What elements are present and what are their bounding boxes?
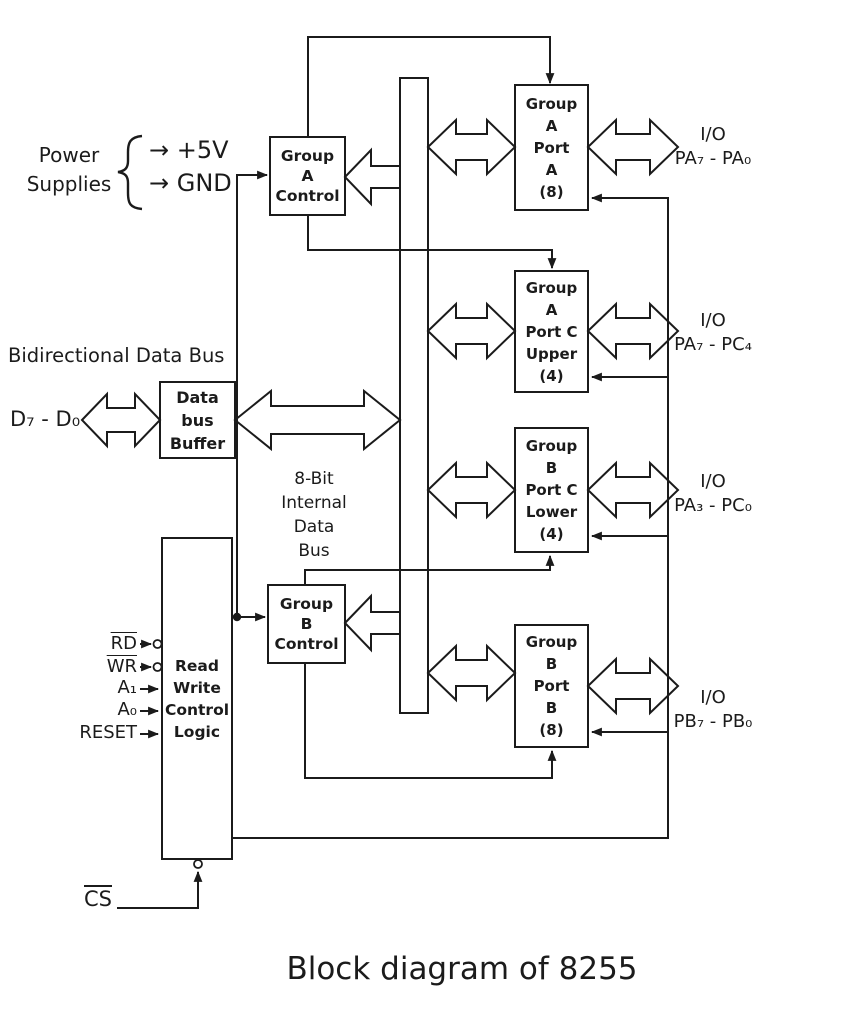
read-write-control-logic-box [161,537,233,860]
data-bus-buffer-box [159,381,236,459]
plus-5v-label: → +5V [149,136,229,164]
a1-signal-label: A₁ [117,677,137,698]
bus-to-group-b-control-arrow [343,593,401,653]
rd-signal-label: RD [110,633,137,654]
port-b-io-arrow [586,656,680,716]
port-c-lower-io-arrow [586,460,680,520]
cs-input-line [117,870,203,909]
bus-port-c-upper-arrow [426,301,517,361]
group-b-control-to-port-b-line [304,663,557,779]
d7-d0-label: D₇ - D₀ [10,407,81,431]
group-b-port-b-box [514,624,589,748]
group-a-control-box [269,136,346,216]
group-b-port-b-label: Group B Port B (8) [525,633,578,739]
power-supplies-label: Power Supplies [26,143,112,196]
group-a-control-label: Group A Control [275,147,340,205]
cs-signal-label: CS [84,887,112,911]
port-c-upper-io-arrow [586,301,680,361]
wr-signal-label: WR [106,656,137,677]
read-write-control-logic-label: Read Write Control Logic [164,656,230,741]
group-a-control-to-port-c-upper-line [307,215,557,270]
group-a-port-c-upper-box [514,270,589,393]
junction-dot [232,612,242,622]
group-b-control-to-port-c-lower-line [304,554,555,585]
power-supplies-brace [117,134,143,211]
bus-port-c-lower-arrow [426,460,517,520]
cs-inverter-bubble [193,859,203,869]
group-b-control-box [267,584,346,664]
group-a-control-to-port-a-line [307,36,555,137]
wr-inverter-bubble [152,662,163,672]
a0-signal-label: A₀ [117,699,137,720]
power-line-to-group-a-control [236,170,269,615]
rd-inverter-bubble [152,639,163,649]
group-a-port-a-label: Group A Port A (8) [525,94,578,201]
io-port-a-label: I/O PA₇ - PA₀ [674,124,752,169]
right-feedback-rail [232,193,669,839]
io-port-c-upper-label: I/O PA₇ - PC₄ [674,310,752,355]
diagram-title: Block diagram of 8255 [286,951,638,987]
group-a-port-c-upper-label: Group A Port C Upper (4) [525,278,578,385]
bus-port-a-arrow [426,117,517,177]
buffer-to-internal-bus-arrow [233,388,402,452]
group-b-port-c-lower-label: Group B Port C Lower (4) [525,437,578,543]
internal-data-bus [399,77,429,714]
group-b-control-label: Group B Control [274,595,339,653]
data-bus-buffer-label: Data bus Buffer [169,387,226,453]
internal-data-bus-label: 8-Bit Internal Data Bus [281,469,347,561]
gnd-label: → GND [149,169,232,197]
bus-to-group-a-control-arrow [343,147,401,207]
io-port-c-lower-label: I/O PA₃ - PC₀ [674,471,752,516]
bus-port-b-arrow [426,643,517,703]
port-a-io-arrow [586,117,680,177]
io-port-b-label: I/O PB₇ - PB₀ [673,687,753,732]
bidirectional-data-bus-label: Bidirectional Data Bus [8,344,225,367]
external-data-bus-arrow [80,391,162,449]
reset-signal-label: RESET [79,722,137,743]
